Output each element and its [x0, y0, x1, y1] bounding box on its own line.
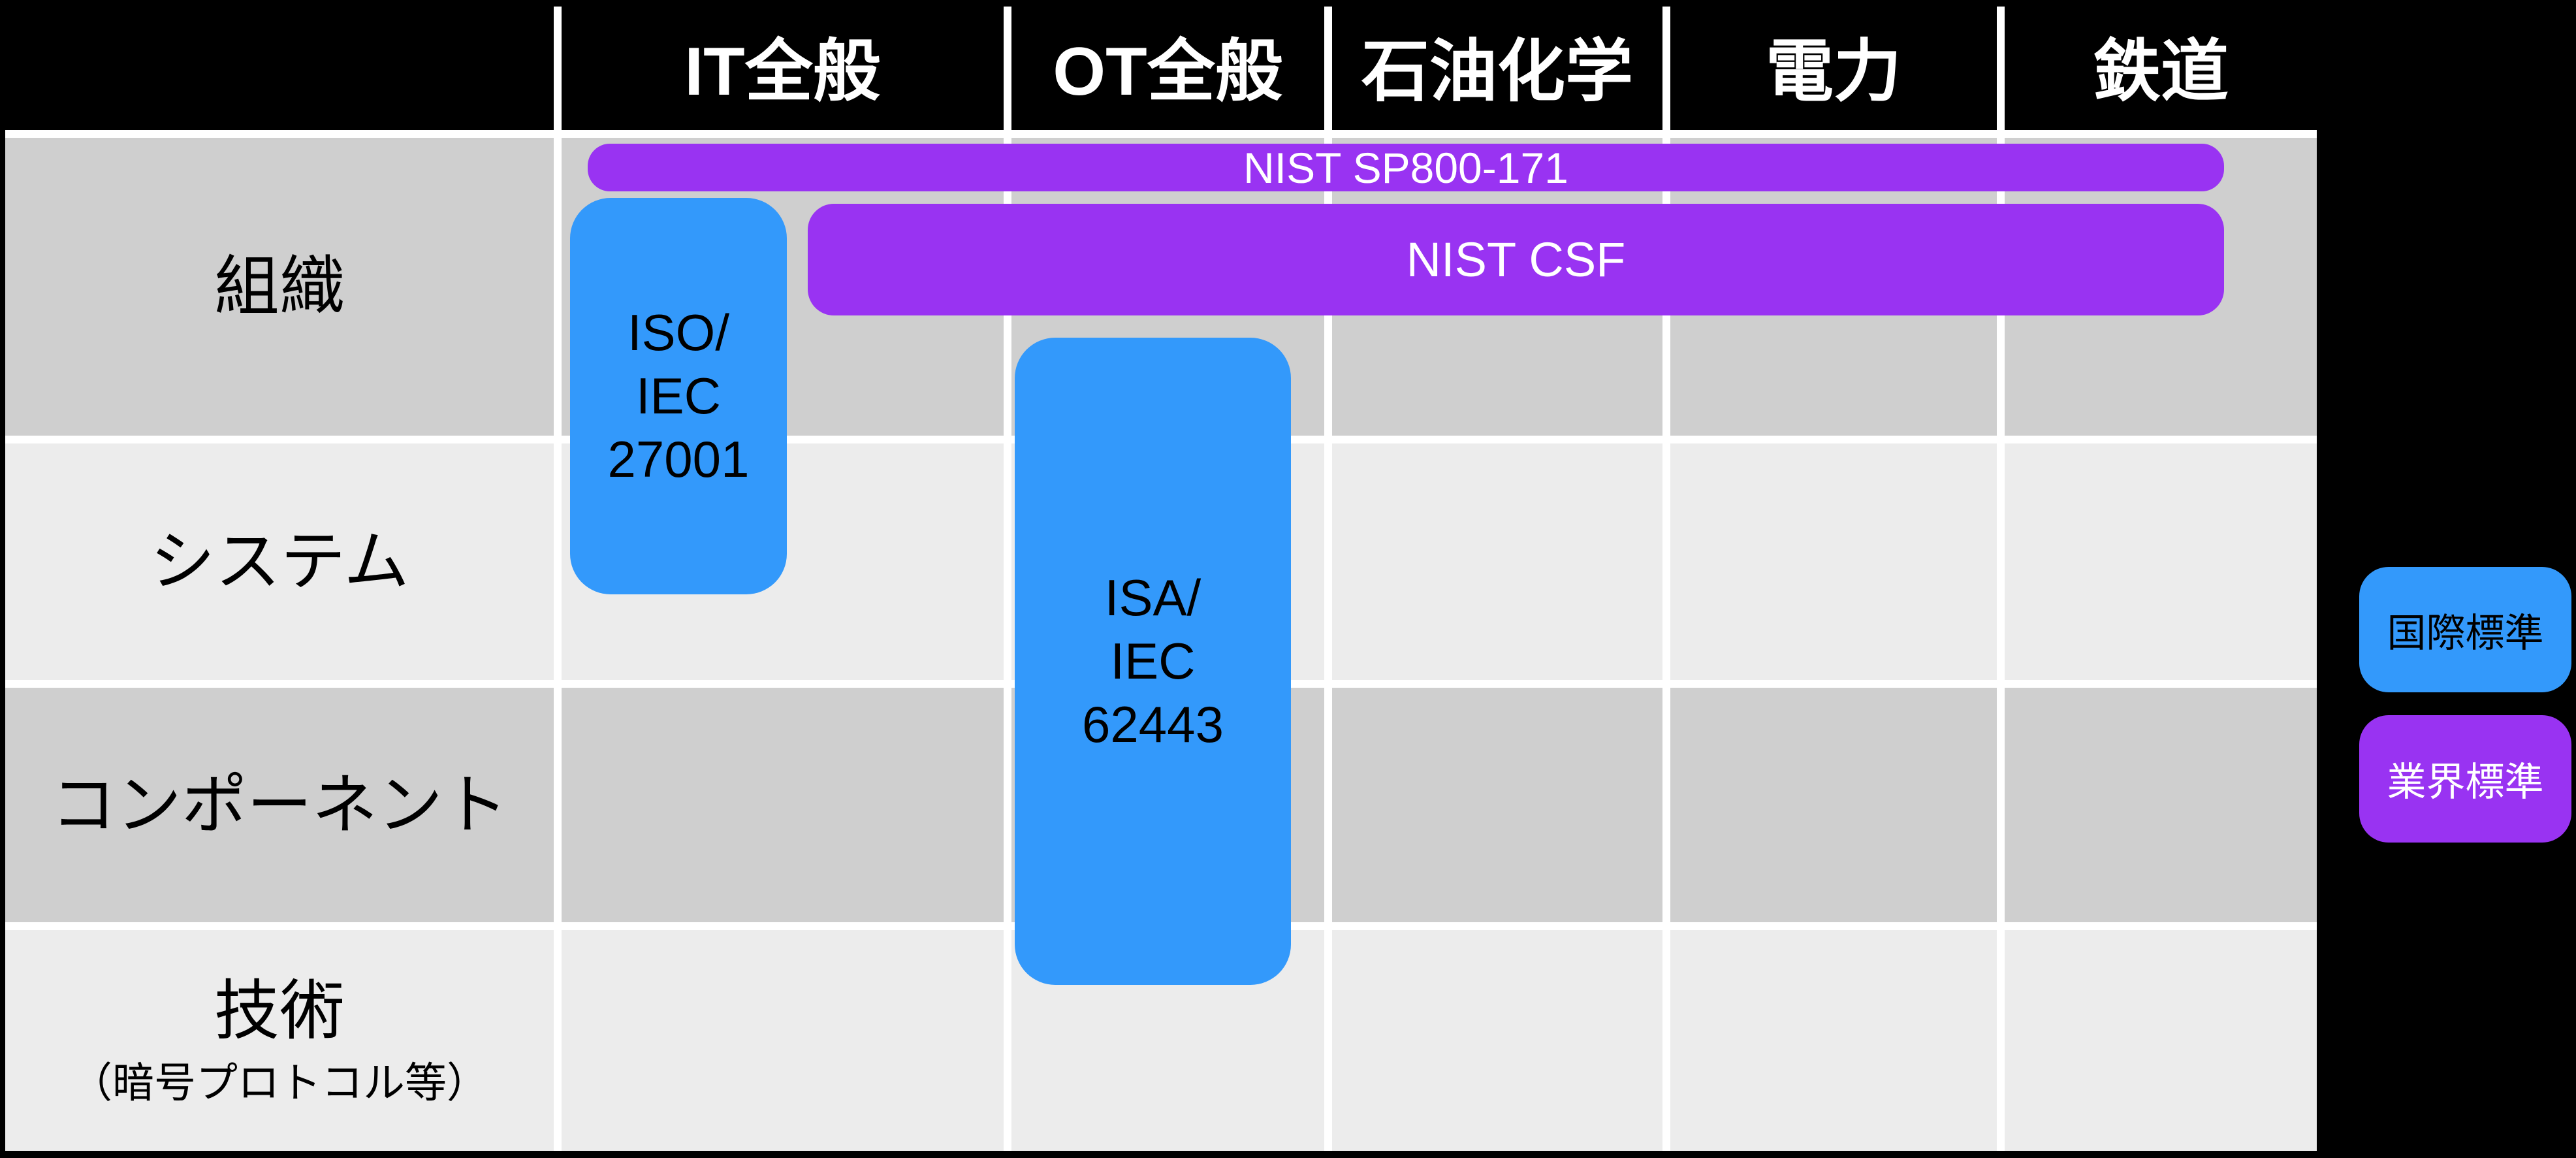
standard-label: NIST SP800-171 [1243, 143, 1568, 192]
standard-label-line: 62443 [1082, 696, 1224, 753]
grid-cell [1332, 688, 1662, 922]
grid-cell [2005, 688, 2317, 922]
row-label-text: 技術 [214, 974, 345, 1048]
column-header-petrochem: 石油化学 [1361, 34, 1633, 110]
legend-label: 業界標準 [2387, 760, 2544, 804]
row-label-technology: 技術 （暗号プロトコル等） [5, 930, 554, 1151]
column-header-it-general: IT全般 [684, 34, 881, 110]
grid-cell [1332, 443, 1662, 680]
row-label-organization: 組織 [5, 138, 554, 436]
column-header-ot-general: OT全般 [1053, 34, 1283, 110]
column-header-railway: 鉄道 [2092, 34, 2229, 110]
standard-label-line: IEC [1110, 632, 1196, 690]
standard-bar-nist-csf: NIST CSF [808, 204, 2224, 315]
header-separator [1324, 7, 1332, 130]
legend-item-industry-standard: 業界標準 [2359, 715, 2571, 843]
row-label-system: システム [5, 443, 554, 680]
grid-cell [1670, 443, 1997, 680]
row-label-text: システム [150, 525, 409, 598]
row-label-component: コンポーネント [5, 688, 554, 922]
standard-label: NIST CSF [1406, 233, 1626, 287]
column-header-electricity: 電力 [1765, 34, 1901, 110]
grid-cell [1670, 688, 1997, 922]
grid-cell [1670, 930, 1997, 1151]
grid-cell [1332, 930, 1662, 1151]
standard-label-line: IEC [635, 367, 722, 425]
row-sublabel-text: （暗号プロトコル等） [71, 1059, 488, 1107]
legend-item-international-standard: 国際標準 [2359, 567, 2571, 692]
standard-box-iso-iec-27001: ISO/ IEC 27001 [570, 198, 787, 594]
header-separator [1997, 7, 2005, 130]
row-label-text: コンポーネント [51, 768, 508, 842]
grid-cell [2005, 443, 2317, 680]
standard-label-line: ISO/ [627, 304, 730, 361]
header-separator [554, 7, 562, 130]
header-separator [1662, 7, 1670, 130]
legend-label: 国際標準 [2387, 611, 2544, 655]
grid-cell [2005, 930, 2317, 1151]
grid-cell [562, 930, 1004, 1151]
standard-label-line: ISA/ [1104, 569, 1201, 626]
standard-label-line: 27001 [607, 430, 750, 488]
grid-cell [562, 688, 1004, 922]
standard-bar-nist-sp800-171: NIST SP800-171 [588, 143, 2224, 192]
standard-box-isa-iec-62443: ISA/ IEC 62443 [1015, 338, 1291, 985]
header-separator [1004, 7, 1011, 130]
row-label-text: 組織 [214, 250, 345, 323]
